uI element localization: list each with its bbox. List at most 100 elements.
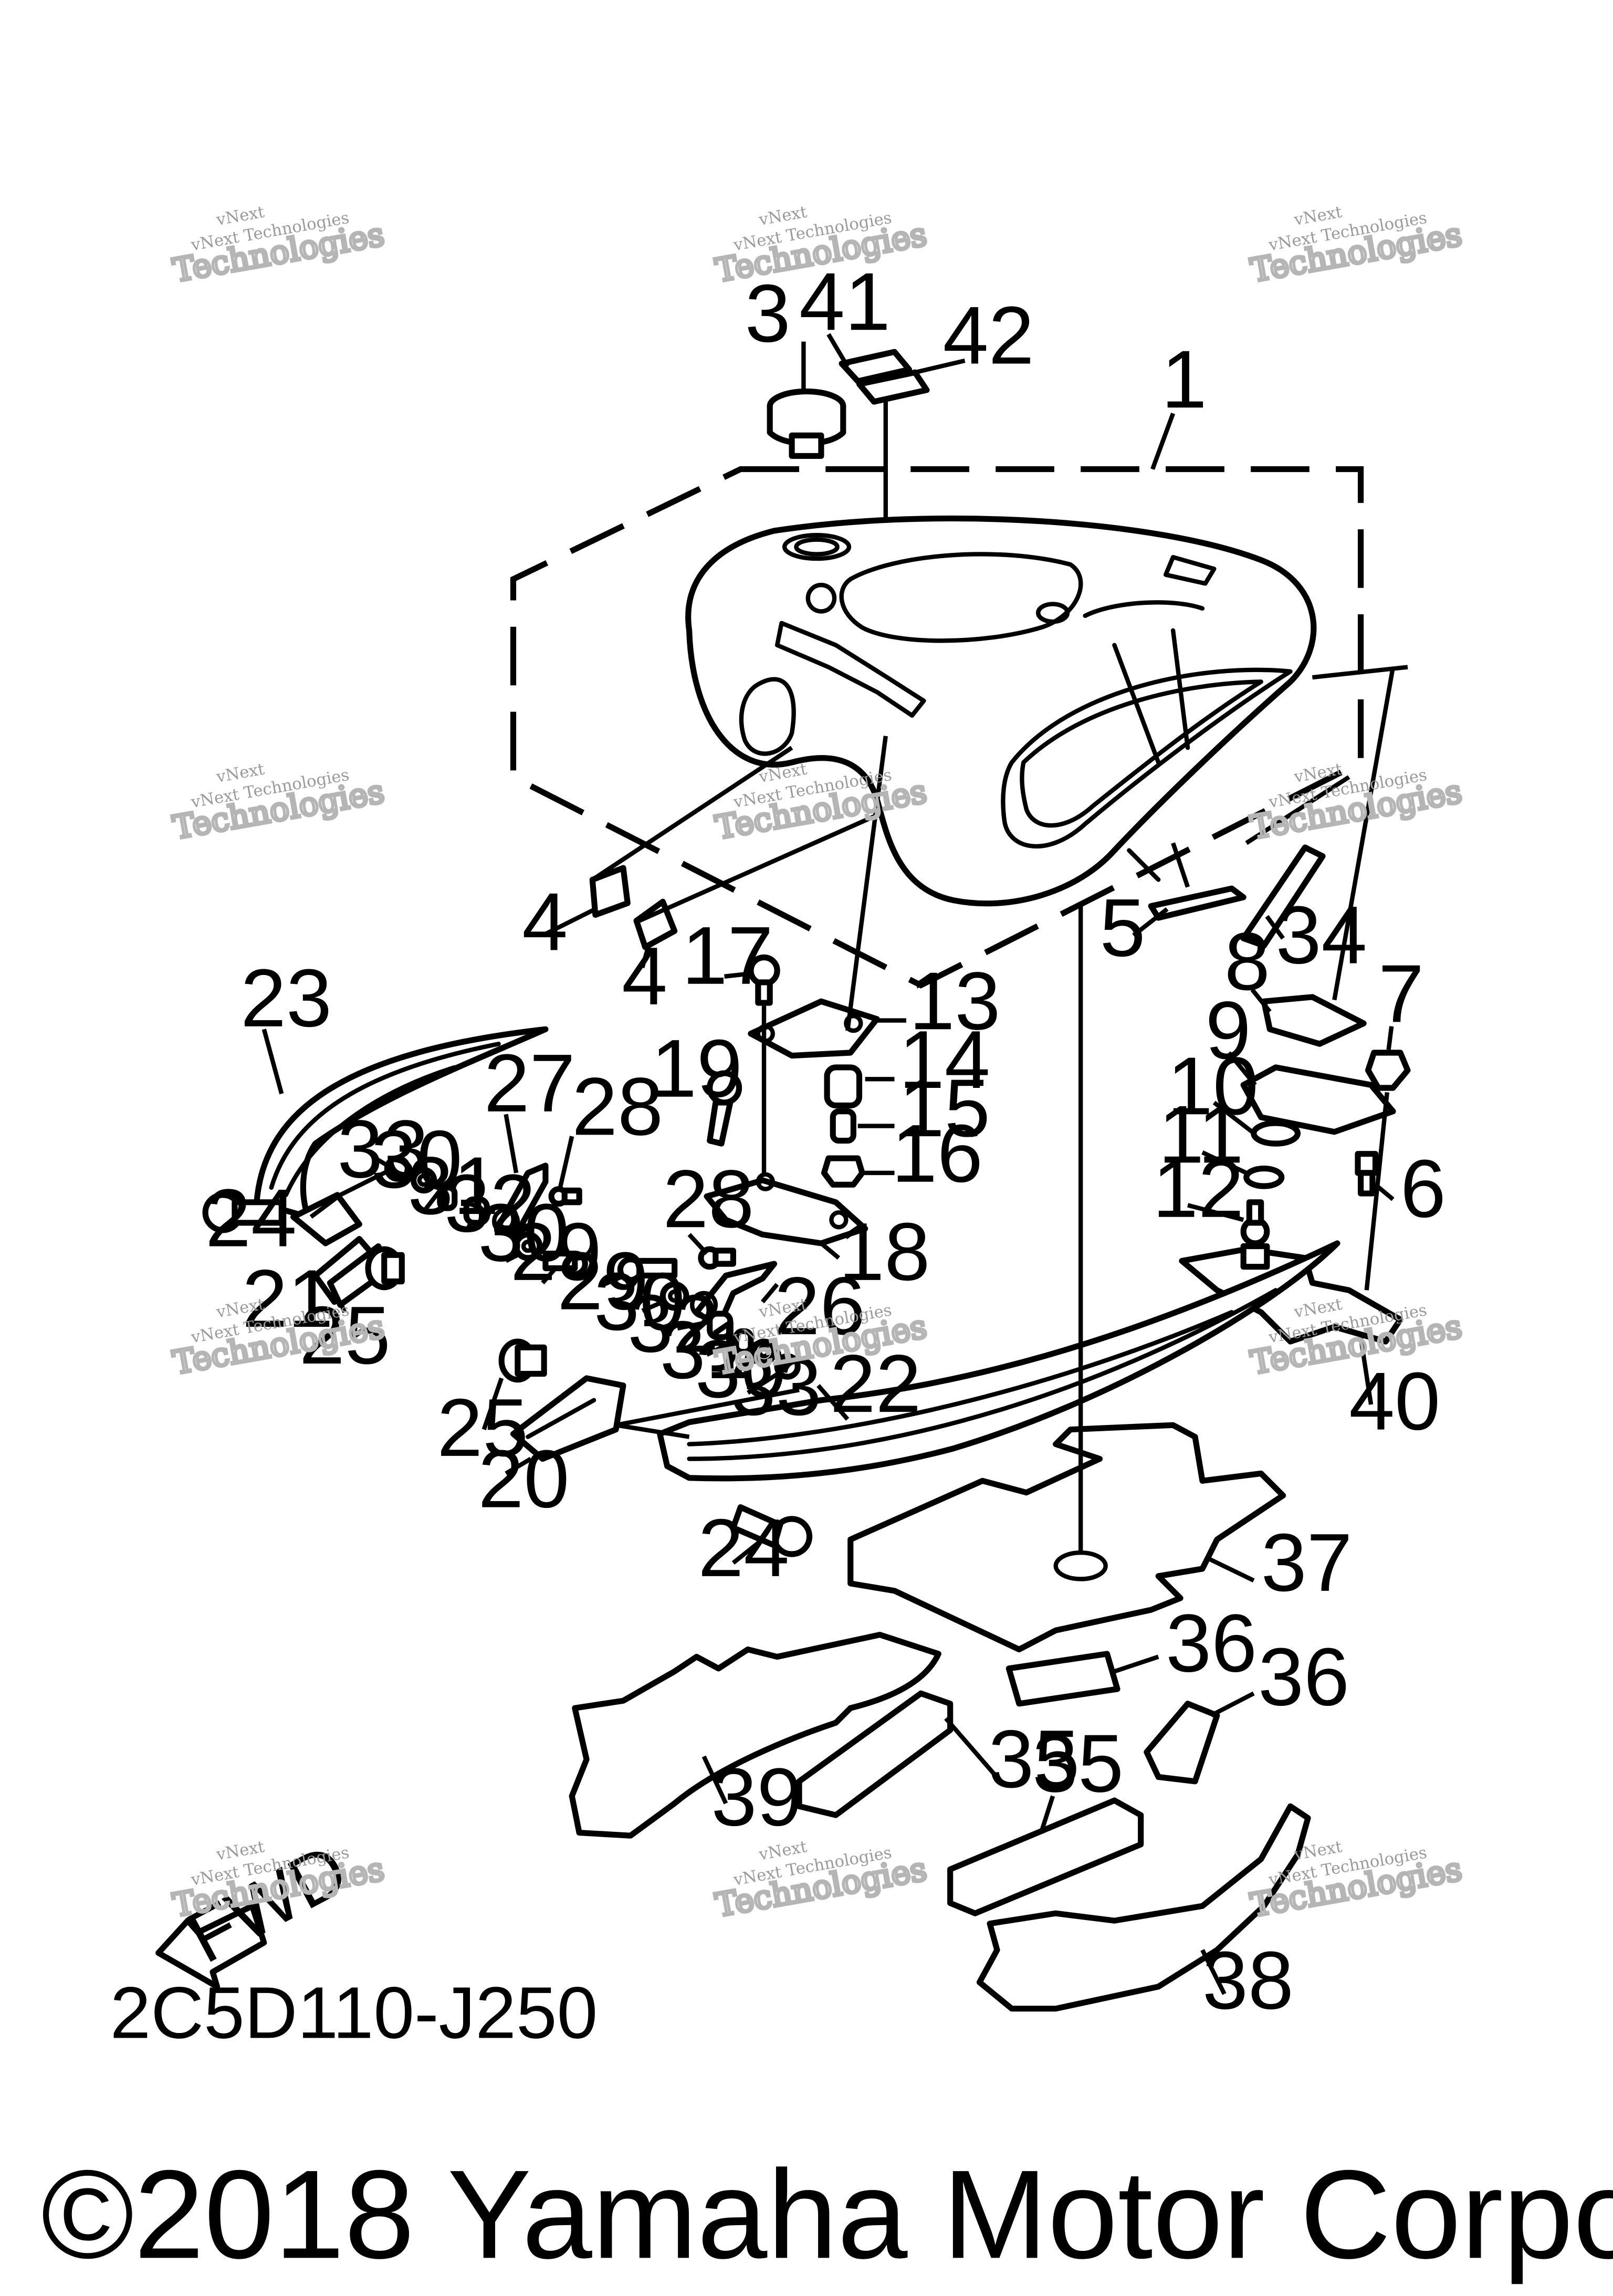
diagram-code: 2C5D110-J250 — [110, 1972, 598, 2054]
damper-34[interactable] — [1240, 844, 1326, 949]
callout-33b: 33 — [730, 1341, 822, 1433]
callout-5: 5 — [1099, 882, 1145, 974]
callout-21: 21 — [242, 1253, 333, 1345]
bracket-27[interactable] — [492, 1162, 549, 1238]
screw-19[interactable] — [707, 1070, 742, 1147]
callout-30c: 30 — [594, 1256, 685, 1348]
damper-pad-4a[interactable] — [589, 865, 631, 918]
bracket-13[interactable] — [748, 998, 880, 1059]
emblem-22[interactable] — [657, 1240, 1340, 1482]
callout-31a: 31 — [407, 1140, 499, 1232]
callout-33a: 33 — [337, 1103, 428, 1195]
bracket-9[interactable] — [1240, 1064, 1396, 1135]
callout-29b: 29 — [557, 1235, 648, 1327]
collar-31a[interactable] — [437, 1184, 458, 1211]
collar-11[interactable] — [1243, 1166, 1285, 1189]
callout-42: 42 — [943, 290, 1034, 382]
callout-18: 18 — [839, 1206, 930, 1298]
callout-23: 23 — [240, 952, 332, 1044]
callout-7: 7 — [1378, 948, 1424, 1040]
nut-7[interactable] — [1365, 1050, 1411, 1091]
callout-30d: 30 — [695, 1323, 787, 1415]
damper-25a[interactable] — [365, 1246, 405, 1291]
emblem-23[interactable] — [254, 1026, 549, 1246]
callout-36b: 36 — [1258, 1631, 1349, 1723]
damper-5[interactable] — [1148, 885, 1247, 921]
callout-10: 10 — [1167, 1040, 1259, 1132]
callout-16: 16 — [892, 1108, 983, 1200]
callout-36a: 36 — [1166, 1597, 1257, 1689]
side-cover-38[interactable] — [976, 1803, 1311, 2012]
damper-10[interactable] — [1251, 1120, 1301, 1147]
callout-40: 40 — [1349, 1356, 1440, 1448]
copyright-notice: ©2018 Yamaha Motor Corporation, U.S.A. A… — [41, 2144, 1613, 2284]
collar-32b[interactable] — [707, 1310, 734, 1340]
bolt-17[interactable] — [748, 954, 780, 1006]
callout-29a: 29 — [510, 1206, 602, 1298]
callout-24b: 24 — [698, 1502, 789, 1594]
fuel-tank[interactable] — [685, 515, 1317, 907]
callout-28b: 28 — [663, 1153, 754, 1245]
collar-31b[interactable] — [733, 1328, 754, 1355]
plate-8[interactable] — [1261, 994, 1367, 1047]
callout-28a: 28 — [572, 1061, 663, 1152]
damper-36b[interactable] — [1144, 1701, 1220, 1785]
damper-35b[interactable] — [947, 1797, 1144, 1916]
damper-35a[interactable] — [796, 1690, 954, 1818]
damper-pad-4b[interactable] — [633, 898, 678, 950]
callout-12: 12 — [1153, 1143, 1244, 1235]
damper-14[interactable] — [824, 1064, 863, 1109]
callout-19: 19 — [651, 1023, 742, 1115]
callout-27: 27 — [484, 1037, 575, 1129]
callout-11: 11 — [1158, 1088, 1243, 1180]
callout-8: 8 — [1224, 916, 1270, 1008]
bolt-24b[interactable] — [730, 1504, 813, 1557]
damper-25b[interactable] — [498, 1338, 547, 1383]
callout-32a: 32 — [444, 1158, 536, 1250]
washer-33b[interactable] — [774, 1353, 801, 1380]
washer-30d[interactable] — [750, 1338, 778, 1365]
bolt-12[interactable] — [1240, 1199, 1270, 1246]
callout-4b: 4 — [622, 930, 667, 1022]
callout-14: 14 — [899, 1014, 990, 1106]
callout-22: 22 — [830, 1338, 921, 1430]
heat-insulator-37[interactable] — [847, 1422, 1286, 1653]
bolt-6[interactable] — [1355, 1151, 1379, 1197]
leader-lines — [218, 333, 1408, 1995]
callout-24a: 24 — [205, 1172, 297, 1264]
side-cover-39[interactable] — [569, 1632, 941, 1839]
callout-32b: 32 — [627, 1278, 719, 1370]
collar-15[interactable] — [830, 1108, 856, 1144]
callout-30a: 30 — [371, 1114, 463, 1205]
callout-30b: 30 — [478, 1187, 569, 1279]
callout-15: 15 — [899, 1062, 990, 1154]
screw-29b[interactable] — [617, 1256, 678, 1283]
damper-36a[interactable] — [1005, 1651, 1120, 1707]
callout-34: 34 — [1276, 889, 1367, 981]
callout-1: 1 — [1161, 333, 1207, 425]
washer-30a[interactable] — [411, 1167, 437, 1194]
screw-28a[interactable] — [548, 1186, 582, 1207]
callout-38: 38 — [1202, 1935, 1294, 2027]
callout-4a: 4 — [522, 876, 568, 968]
collar-32a[interactable] — [463, 1196, 490, 1226]
callout-labels: 1 3 41 42 4 4 5 34 17 13 14 15 16 19 18 … — [205, 256, 1446, 2026]
callout-39: 39 — [711, 1752, 802, 1843]
callout-6: 6 — [1400, 1143, 1446, 1235]
washer-30c[interactable] — [659, 1281, 689, 1311]
tank-assembly-outline — [510, 466, 1364, 989]
bracket-20[interactable] — [510, 1375, 626, 1462]
callout-17: 17 — [682, 910, 773, 1002]
washer-30b[interactable] — [513, 1231, 543, 1261]
washer-33a[interactable] — [384, 1155, 411, 1182]
callout-37: 37 — [1261, 1517, 1353, 1609]
bracket-18[interactable] — [704, 1172, 868, 1246]
label-41-42[interactable] — [839, 349, 930, 405]
callout-25b: 25 — [437, 1382, 528, 1474]
screw-29a[interactable] — [542, 1250, 588, 1277]
fuel-cap[interactable] — [767, 389, 846, 459]
callout-26: 26 — [774, 1260, 866, 1352]
bolt-16[interactable] — [821, 1155, 865, 1188]
